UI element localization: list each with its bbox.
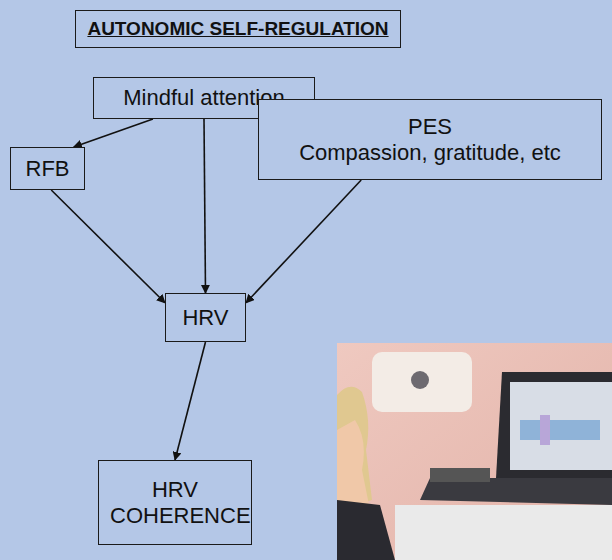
box-label: RFB: [26, 156, 70, 181]
arrow-connector: [204, 119, 206, 293]
arrow-connector: [246, 180, 361, 303]
laptop-screen: [510, 382, 612, 470]
desk: [395, 505, 612, 560]
pillow: [372, 352, 472, 412]
process-box: HRV: [165, 293, 246, 342]
process-box: RFB: [10, 147, 85, 190]
outcome-box: HRV COHERENCE: [98, 460, 252, 545]
keyboard: [420, 478, 612, 505]
box-label: PES: [408, 114, 452, 139]
title-box: AUTONOMIC SELF-REGULATION: [75, 10, 401, 48]
laptop: [496, 372, 612, 478]
box-body: Compassion, gratitude, etc: [299, 140, 561, 165]
box-label: HRV: [182, 305, 228, 330]
arrow-connector: [74, 119, 153, 147]
box-label: AUTONOMIC SELF-REGULATION: [87, 18, 388, 40]
arrow-connector: [51, 190, 165, 303]
box-label: HRV COHERENCE: [110, 477, 240, 528]
arrow-connector: [175, 342, 206, 460]
body: [337, 500, 395, 560]
device: [430, 468, 490, 482]
process-box: PESCompassion, gratitude, etc: [258, 99, 602, 180]
